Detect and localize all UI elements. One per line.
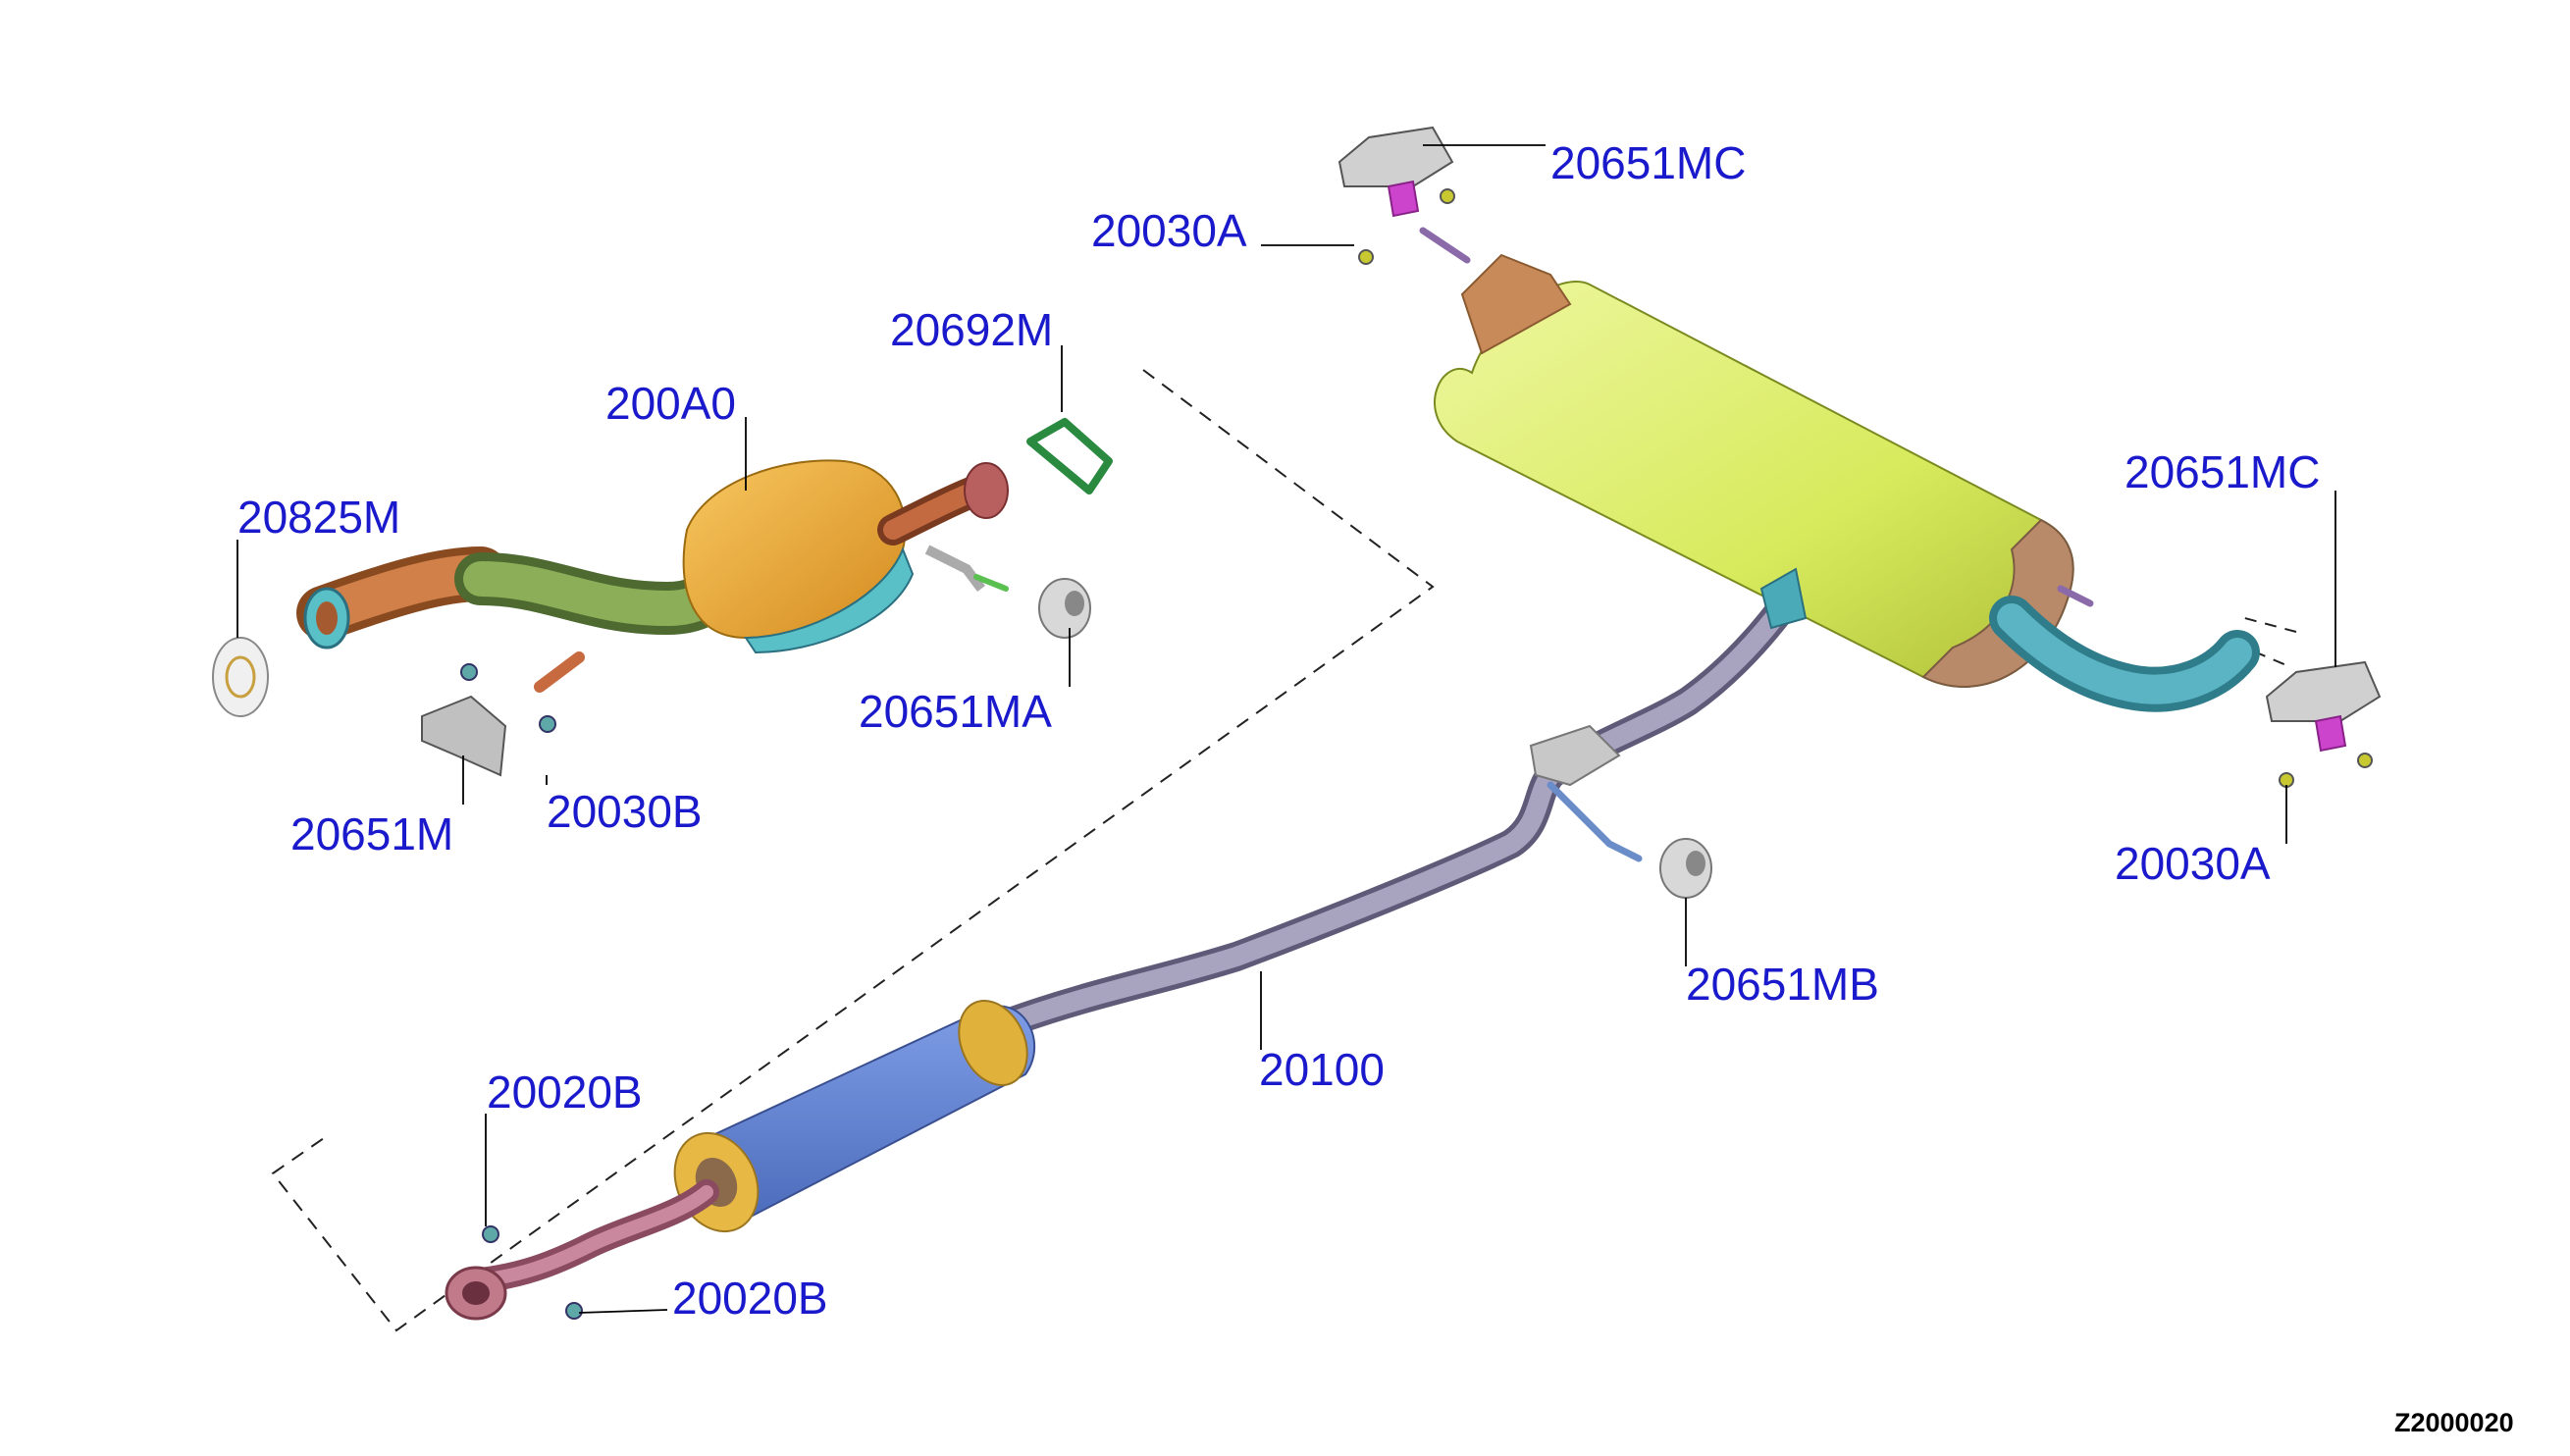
nut-icon	[460, 663, 478, 681]
figure-code: Z2000020	[2394, 1408, 2514, 1437]
heat-shield-icon	[212, 637, 269, 717]
gasket-icon	[1026, 418, 1113, 494]
assembly-outline	[271, 369, 1435, 1332]
nut-icon	[482, 1225, 499, 1243]
rubber-mount-icon	[1038, 578, 1091, 639]
part-callout[interactable]: 200A0	[605, 378, 736, 429]
catalytic-converter	[296, 459, 1009, 693]
part-callout[interactable]: 20651M	[290, 808, 453, 859]
main-muffler	[1419, 227, 2260, 712]
center-pipe	[1001, 574, 1810, 1035]
part-callout[interactable]: 20692M	[890, 304, 1053, 355]
leader-lines	[236, 144, 2336, 1314]
nut-icon	[565, 1302, 583, 1320]
part-callout[interactable]: 20651MC	[1550, 137, 1746, 188]
part-callout[interactable]: 20030A	[1091, 205, 1247, 256]
part-callout[interactable]: 20020B	[672, 1273, 828, 1324]
part-callout[interactable]: 20651MC	[2124, 446, 2320, 497]
bracket-icon	[421, 695, 507, 777]
part-callout[interactable]: 20030A	[2115, 838, 2271, 889]
nut-icon	[539, 715, 556, 733]
part-callout[interactable]: 20651MA	[859, 686, 1052, 737]
hanger-bracket-icon	[2265, 660, 2382, 788]
part-callout[interactable]: 20825M	[237, 492, 400, 543]
part-callout[interactable]: 20651MB	[1686, 959, 1879, 1010]
center-muffler	[445, 1000, 1036, 1321]
part-callout[interactable]: 20030B	[547, 786, 703, 837]
hanger-bracket-icon	[1337, 126, 1455, 265]
part-callout[interactable]: 20100	[1259, 1044, 1385, 1095]
rubber-mount-icon	[1659, 838, 1712, 899]
callouts: 20651MC 20030A 20692M 200A0 20825M 20651…	[237, 137, 2320, 1324]
part-callout[interactable]: 20020B	[487, 1066, 643, 1118]
